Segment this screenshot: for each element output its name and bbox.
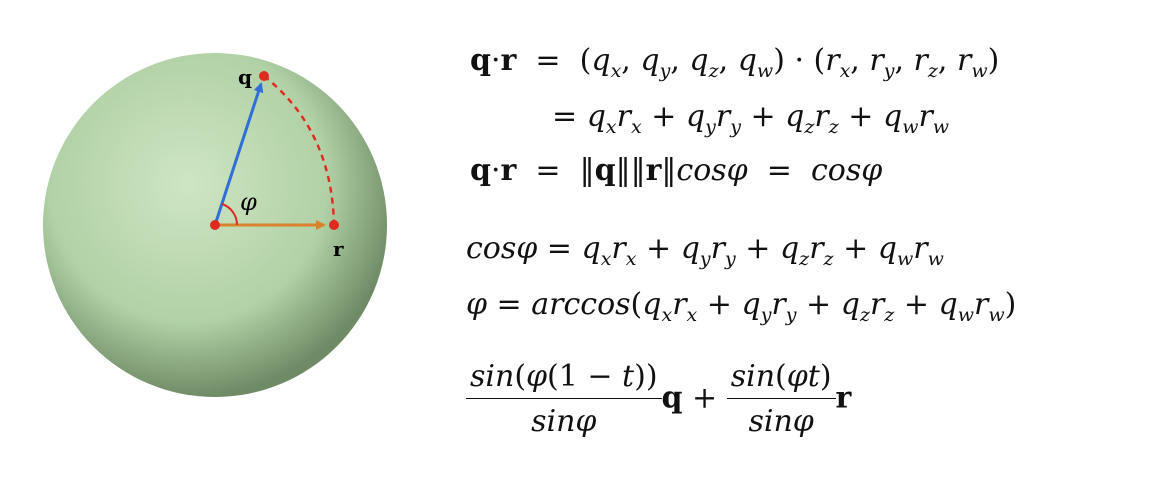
slerp-arc — [263, 75, 336, 226]
equation-line-3: q·r = ‖q‖‖r‖cosφ = cosφ — [470, 153, 883, 188]
origin-point — [210, 220, 220, 230]
equation-line-2: = qxrx + qyry + qzrz + qwrw — [552, 99, 950, 138]
label-phi: φ — [240, 188, 257, 216]
point-q — [259, 71, 269, 81]
fraction-1: sin(φ(1 − t)) sinφ — [466, 362, 662, 437]
label-r: r — [333, 237, 344, 261]
equation-line-5: φ = arccos(qxrx + qyry + qzrz + qwrw) — [466, 287, 1017, 326]
sphere-diagram: q r φ — [43, 53, 387, 397]
equation-line-6: sin(φ(1 − t)) sinφ q + sin(φt) sinφ r — [466, 362, 851, 437]
vector-q-arrow — [213, 82, 264, 226]
equation-line-1: q·r = (qx, qy, qz, qw) · (rx, ry, rz, rw… — [470, 43, 1000, 82]
label-q: q — [238, 65, 252, 89]
point-r — [329, 220, 339, 230]
fraction-2: sin(φt) sinφ — [726, 362, 836, 437]
angle-phi-mark — [221, 203, 239, 226]
equation-line-4: cosφ = qxrx + qyry + qzrz + qwrw — [466, 231, 944, 270]
